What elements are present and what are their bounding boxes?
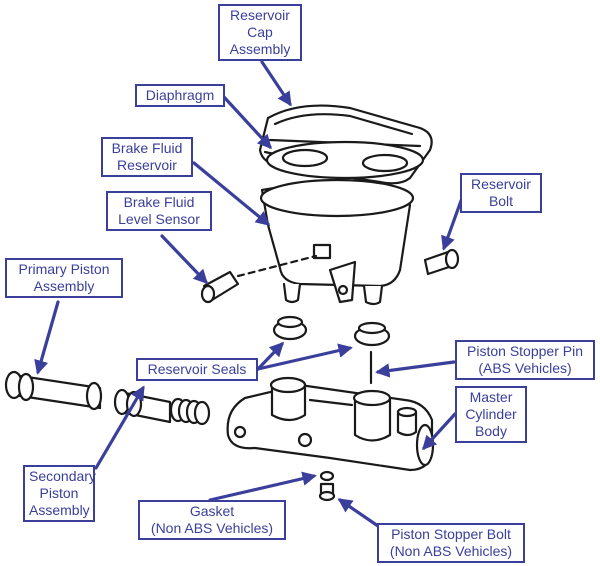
label-secondary-piston-assembly: Secondary Piston Assembly: [23, 465, 96, 522]
leader-level-sensor: [160, 234, 208, 285]
leader-stopper-pin: [375, 360, 456, 378]
leader-primary-piston: [34, 300, 60, 375]
leader-reservoir-bolt: [441, 196, 464, 251]
primary-piston-part: [4, 370, 103, 411]
reservoir-seals-part: [272, 315, 391, 347]
reservoir-bolt-part: [423, 248, 460, 276]
master-cylinder-body-part: [226, 376, 435, 472]
label-primary-piston-assembly: Primary Piston Assembly: [5, 258, 123, 298]
label-diaphragm: Diaphragm: [135, 84, 225, 107]
leader-reservoir-seal-1: [256, 341, 284, 371]
leader-secondary-piston: [94, 385, 145, 470]
label-reservoir-seals: Reservoir Seals: [136, 358, 258, 381]
diaphragm-part: [265, 140, 425, 180]
label-gasket: Gasket (Non ABS Vehicles): [138, 500, 286, 540]
leader-reservoir-cap: [260, 60, 292, 107]
gasket-part: [319, 470, 335, 482]
leader-diaphragm: [222, 95, 272, 150]
label-reservoir-cap-assembly: Reservoir Cap Assembly: [218, 4, 302, 61]
leader-brake-fluid-reservoir: [192, 161, 271, 226]
leader-reservoir-seal-2: [256, 343, 353, 371]
stopper-bolt-part: [318, 482, 336, 502]
label-piston-stopper-bolt: Piston Stopper Bolt (Non ABS Vehicles): [377, 523, 525, 563]
label-reservoir-bolt: Reservoir Bolt: [460, 173, 542, 213]
leader-lines: [34, 60, 464, 528]
label-master-cylinder-body: Master Cylinder Body: [455, 386, 527, 443]
leader-gasket: [208, 471, 317, 502]
label-piston-stopper-pin: Piston Stopper Pin (ABS Vehicles): [455, 340, 595, 380]
level-sensor-part: [200, 254, 318, 304]
leader-stopper-bolt: [337, 498, 380, 528]
leader-cylinder-body: [422, 412, 457, 451]
label-brake-fluid-reservoir: Brake Fluid Reservoir: [101, 137, 193, 177]
brake-fluid-reservoir-part: [259, 178, 415, 306]
secondary-piston-part: [113, 388, 211, 426]
label-brake-fluid-level-sensor: Brake Fluid Level Sensor: [106, 191, 212, 231]
